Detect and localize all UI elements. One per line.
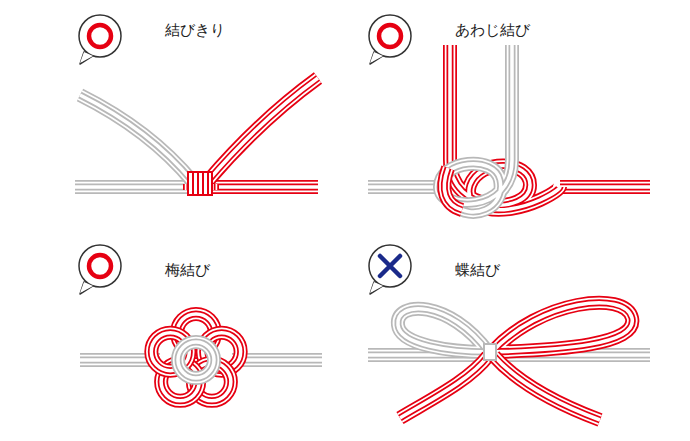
cord-stripe [207, 78, 318, 182]
cord-stripe [440, 45, 512, 212]
cord-stripe [560, 185, 650, 189]
knot-band [188, 172, 212, 195]
cord-stripe [398, 309, 488, 352]
bow-loop-grey [398, 309, 488, 352]
cord-stripe [492, 303, 632, 352]
cord-stripe [444, 168, 462, 210]
cord-stripe [400, 356, 488, 418]
cord-stripe [207, 78, 318, 182]
cord-stripe [398, 309, 488, 352]
cord-stripe [560, 182, 650, 193]
cord-stripe [444, 168, 462, 210]
cord-stripe [494, 356, 600, 420]
cord-stripe [206, 182, 318, 193]
cord-stripe [440, 45, 512, 212]
bow-loop-red [492, 303, 632, 352]
cord-stripe [444, 168, 462, 210]
knot-label: 蝶結び [455, 261, 500, 279]
cord-red [444, 168, 462, 210]
cord-stripe [178, 342, 214, 378]
cord-stripe [80, 95, 193, 182]
cord-stripe [207, 78, 318, 182]
cord-stripe [440, 45, 512, 212]
knot-band-stripe [197, 172, 199, 195]
cord-stripe [494, 356, 600, 420]
bow-tail-red [494, 356, 600, 420]
mizuhiki-cords [75, 45, 650, 420]
cord-stripe [368, 180, 440, 194]
cord-stripe [492, 303, 632, 352]
cord-stripe [178, 342, 214, 378]
cord-stripe [492, 303, 632, 352]
cord-stripe [207, 78, 318, 182]
knot-label: 梅結び [165, 261, 210, 279]
cord-stripe [368, 182, 440, 193]
ng-mark [369, 245, 411, 294]
cord-grey [440, 45, 512, 212]
cord-stripe [75, 184, 196, 191]
cord-stripe [444, 168, 462, 210]
cord-stripe [80, 95, 193, 182]
cord-stripe [400, 356, 488, 418]
cord-stripe [178, 342, 214, 378]
cord-stripe [368, 185, 440, 189]
cord-stripe [492, 303, 632, 352]
cord-stripe [80, 95, 193, 182]
ok-mark [369, 15, 411, 64]
cord-stripe [560, 184, 650, 191]
cord-stripe [398, 309, 488, 352]
bow-tail-red [400, 356, 488, 418]
cord-stripe [398, 309, 488, 352]
cord-red [560, 187, 650, 188]
cord-stripe [368, 184, 440, 191]
cord-grey [368, 187, 440, 188]
knot-band-stripe [202, 172, 204, 195]
cord-red [207, 78, 318, 182]
cord-grey [80, 95, 193, 182]
knot-label: 結びきり [165, 21, 225, 39]
cord-stripe [560, 180, 650, 194]
cord-stripe [494, 356, 600, 420]
knot-band-stripe [192, 172, 194, 195]
cord-stripe [206, 184, 318, 191]
cord-stripe [75, 180, 196, 194]
cord-stripe [440, 45, 512, 212]
cord-stripe [178, 342, 214, 378]
cord-stripe [206, 180, 318, 194]
ok-mark [79, 15, 121, 64]
cord-stripe [75, 185, 196, 189]
mark-bubbles [79, 15, 411, 294]
knot-band-stripe [207, 172, 209, 195]
cord-red [206, 187, 318, 188]
cord-stripe [494, 356, 600, 420]
plum-center [178, 342, 214, 378]
cord-stripe [80, 95, 193, 182]
cord-stripe [75, 182, 196, 193]
knot-label: あわじ結び [455, 21, 530, 39]
bow-knot [484, 344, 496, 360]
cord-grey [75, 187, 196, 188]
ok-mark [79, 245, 121, 294]
cord-stripe [400, 356, 488, 418]
cord-stripe [400, 356, 488, 418]
cord-stripe [206, 185, 318, 189]
